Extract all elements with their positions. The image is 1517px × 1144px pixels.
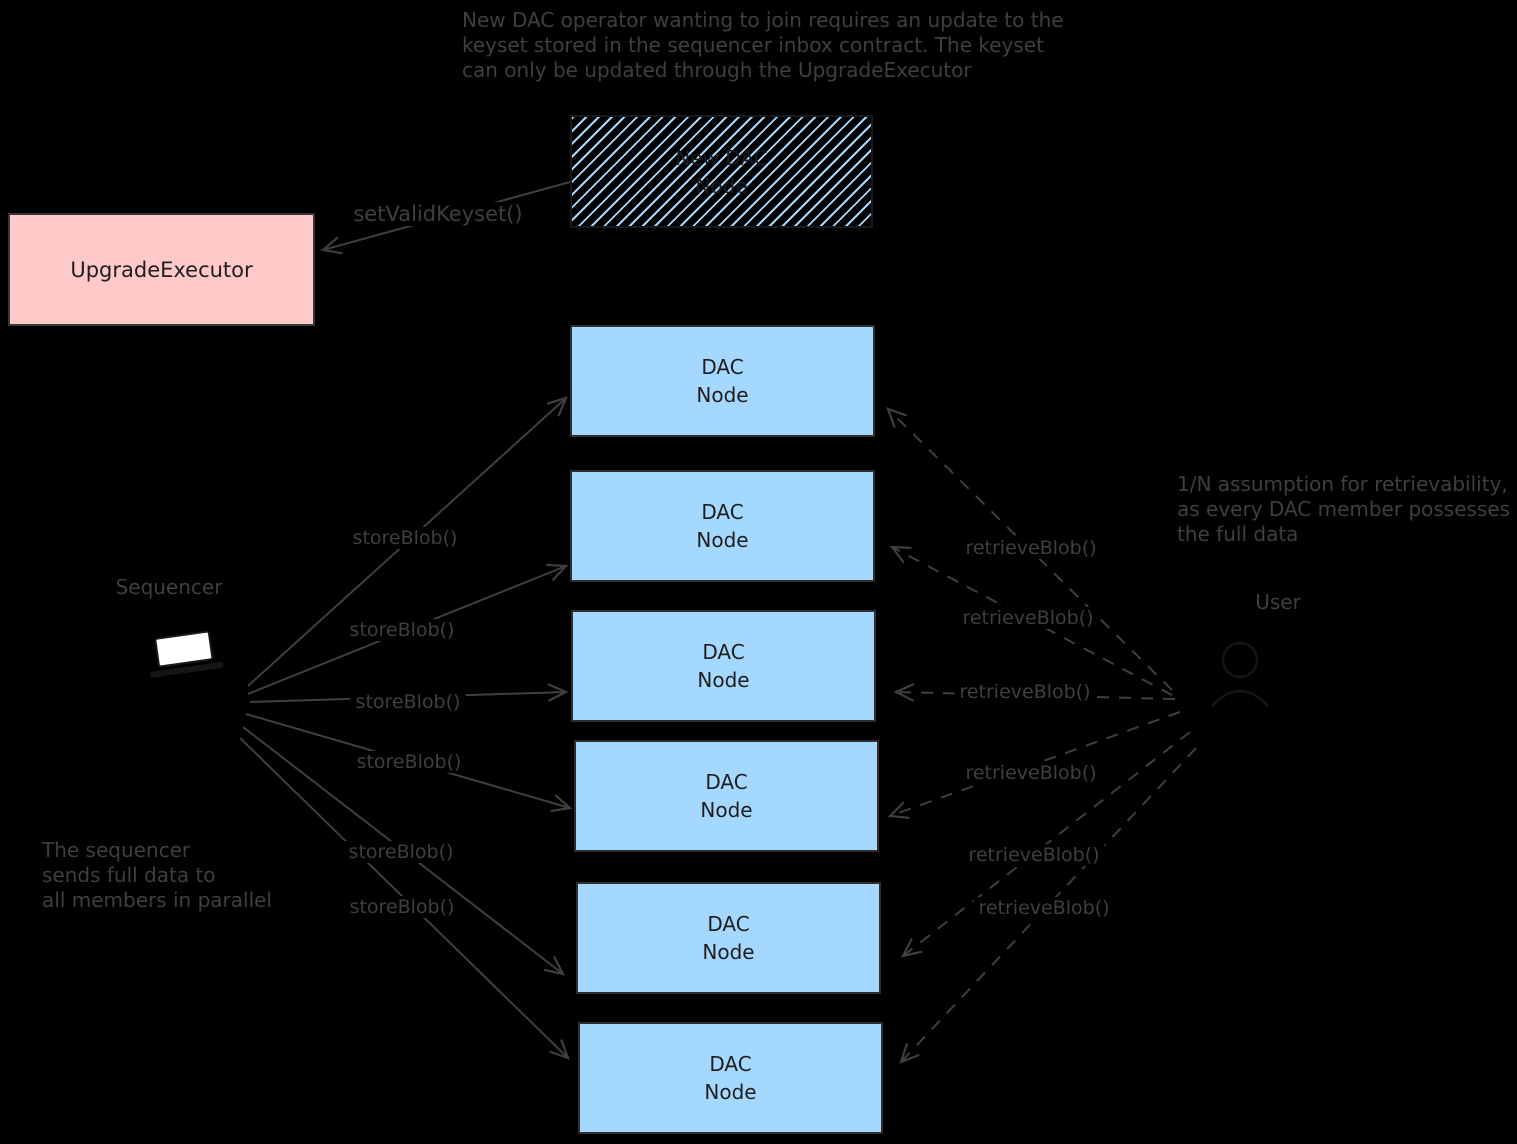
dac-node-box-2: DAC Node [570, 470, 875, 582]
note-parallel-send: The sequencer sends full data to all mem… [42, 838, 272, 912]
dac-node-box-3: DAC Node [571, 610, 876, 722]
retrieve-blob-arrow-6 [899, 747, 1197, 1064]
retrieve-blob-label-6: retrieveBlob() [973, 897, 1115, 919]
user-label: User [1250, 590, 1306, 614]
note-keyset-update: New DAC operator wanting to join require… [462, 8, 1064, 82]
retrieve-blob-label-4: retrieveBlob() [960, 762, 1102, 784]
retrieve-blob-label-3: retrieveBlob() [954, 681, 1096, 703]
dac-node-box-1: DAC Node [570, 325, 875, 437]
laptop-icon [150, 630, 224, 678]
store-blob-label-4: storeBlob() [351, 751, 467, 773]
store-blob-label-6: storeBlob() [344, 896, 460, 918]
store-blob-label-1: storeBlob() [347, 527, 463, 549]
store-blob-label-3: storeBlob() [350, 691, 466, 713]
sequencer-label: Sequencer [110, 575, 228, 599]
note-retrievability: 1/N assumption for retrievability, as ev… [1177, 472, 1511, 546]
dac-node-box-6: DAC Node [578, 1022, 883, 1134]
dac-node-box-5: DAC Node [576, 882, 881, 994]
upgrade-executor-box: UpgradeExecutor [8, 213, 315, 326]
store-blob-label-2: storeBlob() [344, 619, 460, 641]
retrieve-blob-label-1: retrieveBlob() [960, 537, 1102, 559]
dac-node-box-4: DAC Node [574, 740, 879, 852]
retrieve-blob-label-5: retrieveBlob() [963, 844, 1105, 866]
new-dac-node-box: New DAC Node [570, 115, 873, 228]
store-blob-label-5: storeBlob() [343, 841, 459, 863]
user-icon [1211, 641, 1269, 707]
retrieve-blob-label-2: retrieveBlob() [957, 607, 1099, 629]
set-valid-keyset-label: setValidKeyset() [348, 202, 528, 226]
